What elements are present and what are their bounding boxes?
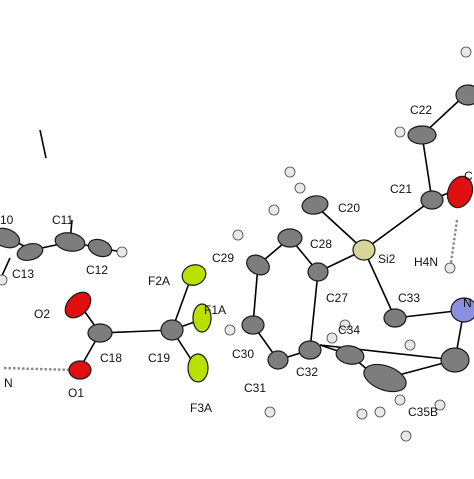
label-o1: O1: [68, 386, 84, 400]
atom-c-right: [440, 347, 470, 373]
label-c13: C13: [12, 267, 34, 281]
label-c32: C32: [296, 365, 318, 379]
label-c30: C30: [232, 347, 254, 361]
atom-c10: [0, 227, 21, 249]
atom-c11: [54, 232, 86, 252]
atom-c33: [383, 308, 407, 328]
atom-c22: [407, 125, 437, 145]
hydrogen-atom: [434, 399, 446, 411]
atom-c29: [246, 254, 270, 276]
atom-c34: [335, 345, 365, 365]
label-c31: C31: [244, 381, 266, 395]
hydrogen-atom: [284, 166, 296, 178]
carbon-atoms: [0, 84, 474, 393]
atom-c35b: [363, 363, 407, 393]
label-c33: C33: [398, 291, 420, 305]
atom-c-topright: [455, 84, 474, 106]
hydrogen-atoms: [0, 46, 472, 442]
atom-f1a: [192, 303, 212, 333]
atom-o2: [64, 291, 92, 319]
label-c-cut: C: [464, 169, 473, 183]
hydrogen-atom: [0, 274, 8, 286]
label-f3a: F3A: [190, 401, 212, 415]
atom-c13: [16, 242, 44, 262]
label-c35b: C35B: [408, 405, 438, 419]
label-c29: C29: [212, 251, 234, 265]
label-c18: C18: [100, 351, 122, 365]
label-c34: C34: [338, 323, 360, 337]
hydrogen-atom: [374, 406, 386, 418]
atom-c18: [87, 323, 113, 343]
hydrogen-atom: [116, 246, 128, 258]
hydrogen-atom: [264, 406, 276, 418]
atom-f3a: [187, 353, 209, 383]
atom-f2a: [181, 264, 207, 286]
label-n-right: N: [463, 296, 472, 310]
hydrogen-bond-h4n: [448, 219, 459, 271]
bond: [309, 271, 319, 351]
atom-n-right: [450, 297, 474, 323]
bond: [252, 264, 259, 326]
heteroatoms: [64, 175, 474, 383]
hydrogen-atom: [339, 319, 351, 331]
label-c11: C11: [52, 213, 73, 227]
hydrogen-atom: [444, 262, 456, 274]
atom-o1: [68, 360, 92, 380]
hydrogen-atom: [294, 182, 306, 194]
bond: [363, 249, 396, 319]
atom-c28: [277, 228, 303, 248]
hydrogen-atom: [394, 126, 406, 138]
atom-si2: [352, 239, 376, 261]
hydrogen-atom: [460, 46, 472, 58]
label-si2: Si2: [378, 252, 396, 266]
atom-c31: [267, 350, 289, 370]
label-c21: C21: [390, 182, 412, 196]
hydrogen-atom: [404, 339, 416, 351]
label-h4n: H4N: [414, 255, 438, 269]
label-c19: C19: [148, 351, 170, 365]
atom-c32: [298, 340, 322, 360]
hydrogen-atom: [356, 408, 368, 420]
hydrogen-atom: [268, 204, 280, 216]
atom-c27: [307, 262, 329, 282]
label-c28: C28: [310, 237, 332, 251]
label-c20: C20: [338, 201, 360, 215]
atom-c30: [241, 315, 265, 335]
bond: [363, 199, 433, 251]
label-f1a: F1A: [204, 303, 226, 317]
bond: [421, 134, 433, 201]
hydrogen-atom: [400, 430, 412, 442]
atom-c19: [160, 319, 184, 341]
bond-h: [39, 129, 47, 159]
hydrogen-atom: [394, 394, 406, 406]
atom-o-right: [446, 175, 474, 209]
atom-c12: [87, 238, 113, 258]
atom-c21: [420, 190, 444, 210]
label-f2a: F2A: [148, 274, 170, 288]
hydrogen-atom: [232, 229, 244, 241]
label-n-left: N: [4, 376, 13, 390]
label-c27: C27: [326, 291, 348, 305]
hydrogen-bond-layer: [3, 219, 459, 372]
label-c22: C22: [410, 103, 432, 117]
hydrogen-atom: [224, 324, 236, 336]
label-o2: O2: [34, 307, 50, 321]
label-c10: 10: [0, 213, 14, 227]
hydrogen-atom: [326, 332, 338, 344]
atom-c20: [301, 195, 329, 215]
atom-labels: 10 C11 C12 C13 O2 C18 O1 N F2A F1A C19 F…: [0, 103, 473, 419]
label-c12: C12: [86, 263, 108, 277]
